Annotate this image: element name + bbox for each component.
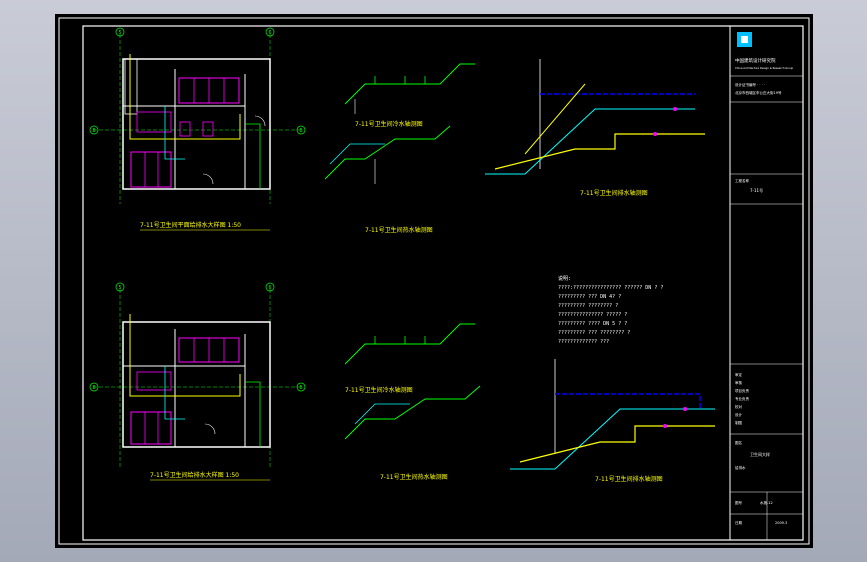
axis-label-5-top: 5 [118,30,121,36]
notes-header: 说明: [558,275,571,282]
date-label: 日期 [735,520,743,525]
company-name: 中国建筑设计研究院 [735,57,776,64]
drawing-value: 卫生间大样 [750,451,770,457]
company-name-en: China Architecture Design & Research Gro… [735,66,794,70]
project-value: 7-11号 [750,187,763,193]
axis-label-5-bottom: 5 [118,285,121,291]
axis-label-b-left-top: B [92,128,95,134]
notes-line: ????????????? ??? [558,339,609,345]
drawing-label: 图名 [735,440,742,445]
axis-bubble-b-right-top [296,125,306,135]
drainage-bottom-title: 7-11号卫生间排水轴测图 [595,475,663,483]
address-line: 北京市西城区车公庄大街19号 [735,90,782,95]
iso-drainage-bottom[interactable]: 7-11号卫生间排水轴测图 [510,359,715,483]
iso-cold-water-bottom[interactable]: 7-11号卫生间冷水轴测图 [344,323,475,394]
axis-label-b-right-bottom: B [299,385,302,391]
notes-line: ??????????????? ????? ? [558,312,627,318]
cad-drawing[interactable]: 5 6 B B 7-11号卫生间平面给排水大样图 1:50 [55,14,813,548]
design-field: 审核 [735,380,743,385]
axis-bubble-5-top [115,27,125,37]
axis-label-b-right-top: B [299,128,302,134]
cad-drawing-viewport[interactable]: 5 6 B B 7-11号卫生间平面给排水大样图 1:50 [55,14,813,548]
discipline-note: 给排水 [735,465,746,470]
drainage-top-title: 7-11号卫生间排水轴测图 [580,189,648,197]
axis-bubble-6-top [265,27,275,37]
iso-hot-water-top[interactable]: 7-11号卫生间热水轴测图 [324,125,451,234]
hot-water-bottom-title: 7-11号卫生间热水轴测图 [380,473,448,481]
project-label: 工程名称 [735,178,749,183]
axis-bubble-b-right-bottom [296,382,306,392]
iso-drainage-top[interactable]: 7-11号卫生间排水轴测图 [485,59,705,197]
design-field: 制图 [735,420,743,425]
inner-frame [82,25,804,541]
design-field: 审定 [735,372,743,377]
drawing-number-value: 水施-12 [760,500,773,505]
axis-bubble-b-left-top [89,125,99,135]
hot-water-top-title: 7-11号卫生间热水轴测图 [365,226,433,234]
axis-label-6-top: 6 [268,30,271,36]
plan-bottom-title: 7-11号卫生间给排水大样图 1:50 [150,471,239,479]
notes-line: ????????? ???????? ? [558,303,618,309]
drawing-number-label: 图号 [735,500,743,505]
notes-block: 说明: ????:???????????????? ?????? DN ? ? … [558,275,663,345]
cold-water-bottom-title: 7-11号卫生间冷水轴测图 [345,386,413,394]
notes-line: ????????? ???? DN 5 ? ? [558,321,627,327]
notes-line: ????:???????????????? ?????? DN ? ? [558,285,663,291]
notes-line: ????????? ??? DN 4? ? [558,294,621,300]
license-line: 设计证书编号 · · · · [735,82,765,87]
axis-label-b-left-bottom: B [92,385,95,391]
iso-hot-water-bottom[interactable]: 7-11号卫生间热水轴测图 [344,385,481,481]
title-block[interactable]: 中国建筑设计研究院 China Architecture Design & Re… [729,26,803,540]
plan-top-title: 7-11号卫生间平面给排水大样图 1:50 [140,221,241,229]
design-field: 校对 [735,404,743,409]
notes-line: ????????? ??? ???????? ? [558,330,630,336]
plan-top[interactable]: 5 6 B B 7-11号卫生间平面给排水大样图 1:50 [89,27,306,231]
axis-label-6-bottom: 6 [268,285,271,291]
design-field: 设计 [735,412,743,417]
design-field: 项目负责 [735,388,749,393]
axis-bubble-b-left-bottom [89,382,99,392]
date-value: 2009.3 [775,521,787,525]
design-field: 专业负责 [735,396,749,401]
axis-bubble-5-bottom [115,282,125,292]
iso-cold-water-top[interactable]: 7-11号卫生间冷水轴测图 [344,63,475,128]
plan-bottom[interactable]: 5 6 B B 7-11号卫生间给排水大样图 1:50 [89,282,306,481]
cold-water-top-title: 7-11号卫生间冷水轴测图 [355,120,423,128]
axis-bubble-6-bottom [265,282,275,292]
outer-frame [58,17,810,545]
